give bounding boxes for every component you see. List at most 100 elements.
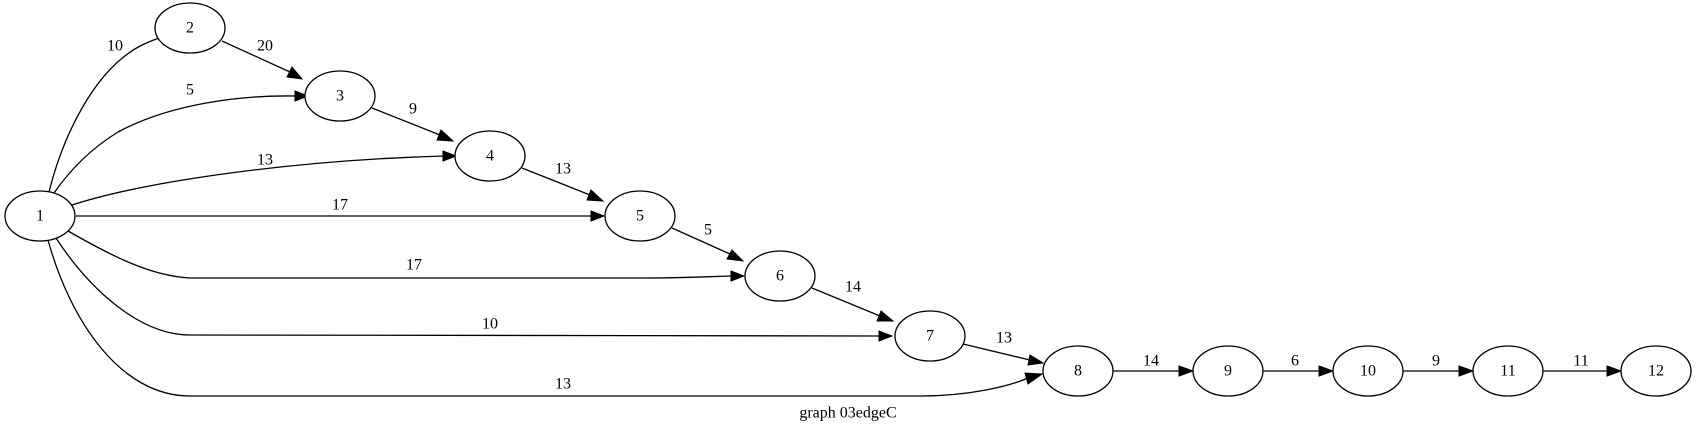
arrowhead-icon [1318, 365, 1335, 377]
node-3: 3 [304, 70, 376, 122]
edge-line [55, 237, 881, 337]
arrowhead-icon [1027, 354, 1045, 366]
node-6: 6 [744, 250, 816, 302]
node-ellipse [4, 190, 76, 242]
edge-1-6: 17 [67, 230, 746, 282]
edge-8-9: 14 [1113, 353, 1195, 377]
edge-weight-label: 13 [555, 161, 571, 178]
node-ellipse [1472, 345, 1544, 397]
edge-1-2: 10 [48, 30, 180, 193]
arrowhead-icon [442, 150, 458, 162]
node-label: 12 [1648, 363, 1664, 380]
edge-7-8: 13 [962, 330, 1045, 366]
edge-1-3: 5 [53, 82, 310, 194]
edge-weight-label: 13 [257, 152, 273, 169]
arrowhead-icon [1024, 372, 1044, 385]
edge-weight-label: 14 [1143, 353, 1159, 370]
arrowhead-icon [586, 189, 605, 202]
node-label: 11 [1500, 363, 1515, 380]
node-8: 8 [1042, 345, 1114, 397]
edge-10-11: 9 [1403, 353, 1475, 377]
edge-weight-label: 5 [704, 222, 712, 239]
node-label: 1 [36, 208, 44, 225]
edge-weight-label: 6 [1291, 353, 1299, 370]
graph-caption: graph 03edgeC [799, 405, 896, 422]
edge-1-7: 10 [55, 237, 894, 342]
edge-1-8: 13 [47, 239, 1044, 397]
edge-line [71, 155, 445, 206]
edge-line [521, 167, 591, 196]
node-11: 11 [1472, 345, 1544, 397]
node-label: 5 [636, 208, 644, 225]
node-2: 2 [154, 2, 226, 54]
edge-line [811, 287, 881, 317]
edge-weight-label: 9 [409, 101, 417, 118]
node-label: 6 [776, 268, 784, 285]
edge-weight-label: 9 [1432, 353, 1440, 370]
node-label: 3 [336, 88, 344, 105]
edge-line [53, 95, 297, 194]
node-label: 7 [926, 328, 934, 345]
arrowhead-icon [878, 330, 894, 342]
edge-4-5: 13 [521, 161, 605, 202]
node-ellipse [304, 70, 376, 122]
arrowhead-icon [726, 249, 745, 262]
node-9: 9 [1192, 345, 1264, 397]
node-12: 12 [1620, 345, 1692, 397]
node-label: 4 [486, 148, 494, 165]
edge-weight-label: 11 [1573, 353, 1588, 370]
edge-line [48, 36, 163, 193]
arrowhead-icon [294, 90, 310, 102]
edge-weight-label: 17 [406, 257, 422, 274]
edge-line [221, 40, 291, 73]
edge-3-4: 9 [371, 101, 455, 142]
edge-weight-label: 10 [107, 38, 123, 55]
edge-line [671, 227, 731, 255]
node-1: 1 [4, 190, 76, 242]
edge-11-12: 11 [1543, 353, 1623, 377]
node-ellipse [1192, 345, 1264, 397]
edge-weight-label: 17 [332, 197, 348, 214]
node-label: 8 [1074, 363, 1082, 380]
edge-weight-label: 14 [845, 279, 861, 296]
arrowhead-icon [286, 66, 304, 80]
edge-line [67, 230, 733, 279]
node-label: 9 [1224, 363, 1232, 380]
node-label: 2 [186, 20, 194, 37]
edge-line [47, 239, 1029, 397]
arrowhead-icon [730, 270, 746, 282]
edge-1-5: 17 [76, 197, 606, 222]
edge-weight-label: 13 [555, 376, 571, 393]
node-ellipse [1332, 345, 1404, 397]
edge-weight-label: 13 [996, 330, 1012, 347]
node-ellipse [604, 190, 676, 242]
node-ellipse [744, 250, 816, 302]
edge-1-4: 13 [71, 150, 458, 206]
edge-2-3: 20 [221, 38, 304, 80]
arrowhead-icon [1606, 365, 1623, 377]
edge-6-7: 14 [811, 279, 895, 322]
node-ellipse [454, 130, 526, 182]
arrowhead-icon [590, 210, 606, 222]
node-7: 7 [894, 310, 966, 362]
edge-9-10: 6 [1263, 353, 1335, 377]
node-ellipse [1620, 345, 1692, 397]
edge-line [371, 107, 441, 136]
edge-5-6: 5 [671, 222, 745, 262]
node-10: 10 [1332, 345, 1404, 397]
node-ellipse [1042, 345, 1114, 397]
edge-weight-label: 20 [257, 38, 273, 55]
arrowhead-icon [436, 129, 455, 142]
node-ellipse [894, 310, 966, 362]
arrowhead-icon [1458, 365, 1475, 377]
arrowhead-icon [876, 310, 895, 322]
edge-weight-label: 5 [186, 82, 194, 99]
node-4: 4 [454, 130, 526, 182]
node-label: 10 [1360, 363, 1376, 380]
arrowhead-icon [1178, 365, 1195, 377]
node-5: 5 [604, 190, 676, 242]
